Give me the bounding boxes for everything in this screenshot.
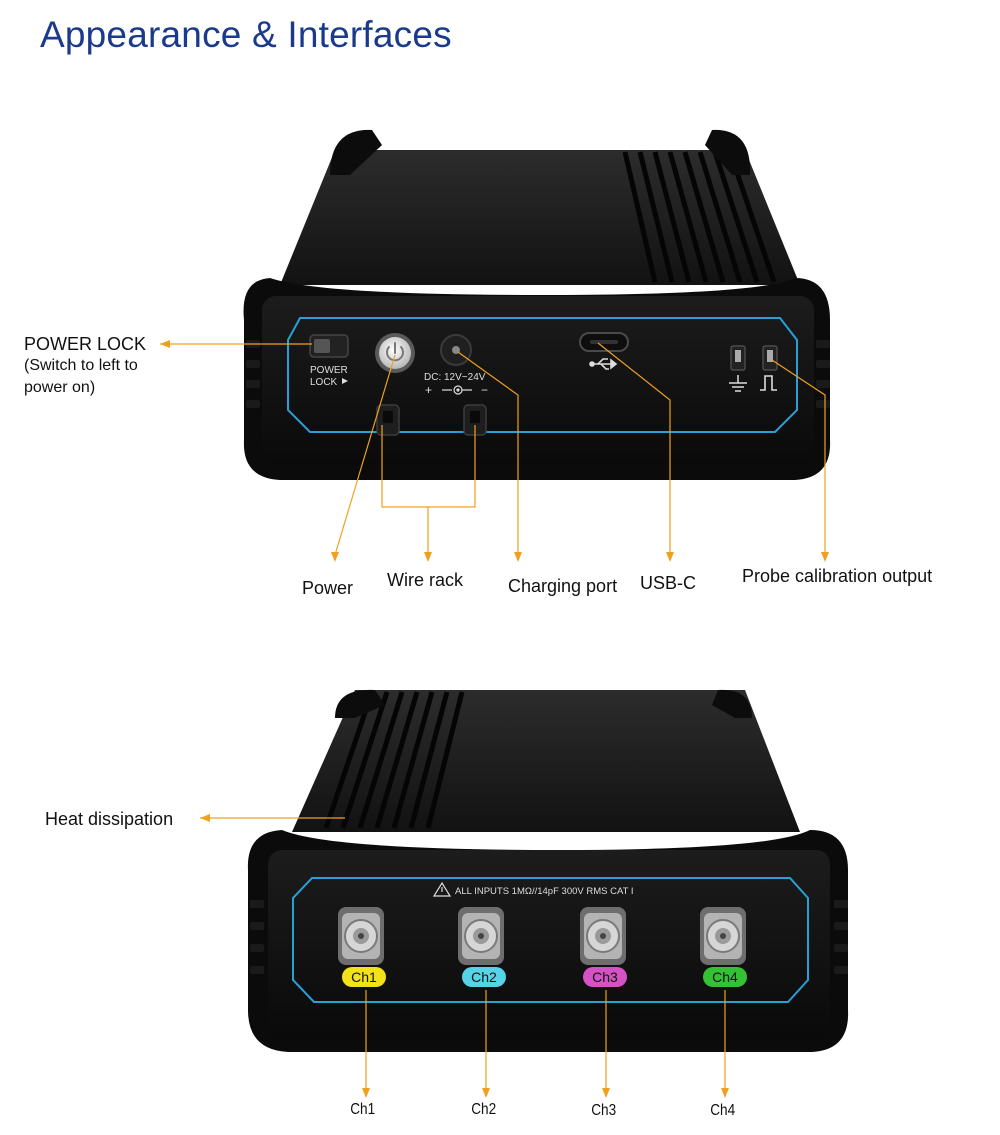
callout-power-lock: POWER LOCK (Switch to left to power on)	[24, 333, 146, 399]
channel-badge-ch1-label: Ch1	[351, 969, 377, 985]
channel-badge-ch3: Ch3	[583, 967, 627, 987]
callout-ch4: Ch4	[710, 1102, 736, 1119]
front-panel-device: ALL INPUTS 1MΩ//14pF 300V RMS CAT I Ch1 …	[200, 689, 849, 1098]
power-lock-switch-label-2: LOCK	[310, 377, 338, 388]
arrow-right-icon	[342, 378, 348, 384]
polarity-minus-label: −	[481, 383, 488, 397]
callout-power-lock-note-1: (Switch to left to	[24, 357, 138, 374]
dc-voltage-label: DC: 12V~24V	[424, 372, 486, 383]
channel-badge-ch4: Ch4	[703, 967, 747, 987]
bnc-connector-ch4[interactable]	[700, 907, 746, 965]
square-wave-icon	[760, 375, 777, 391]
callout-arrows-bottom	[200, 814, 729, 1098]
callout-heat-dissipation: Heat dissipation	[45, 809, 174, 829]
bnc-connector-ch2[interactable]	[458, 907, 504, 965]
callout-probe-calibration: Probe calibration output	[742, 566, 933, 586]
callout-power-lock-title: POWER LOCK	[24, 334, 147, 354]
callout-usb-c: USB-C	[640, 573, 697, 593]
channel-badge-ch4-label: Ch4	[712, 969, 738, 985]
dc-polarity-icon	[442, 385, 472, 395]
wire-rack-left	[376, 404, 400, 436]
callout-lines-bottom	[200, 817, 726, 1092]
callout-lines-top	[160, 342, 826, 556]
usb-icon	[589, 358, 618, 370]
page-title: Appearance & Interfaces	[40, 14, 452, 55]
callout-power-lock-note-2: power on)	[24, 379, 96, 396]
bnc-connector-ch3[interactable]	[580, 907, 626, 965]
wire-rack-right	[463, 404, 487, 436]
dc-power-jack[interactable]	[440, 334, 472, 366]
power-icon	[386, 342, 404, 362]
device-top-body-front	[292, 689, 800, 832]
power-lock-switch[interactable]	[309, 334, 349, 358]
power-button[interactable]	[375, 333, 415, 373]
callout-arrows-top	[160, 340, 829, 562]
device-top-body	[280, 129, 800, 285]
front-panel-face	[247, 830, 849, 1052]
polarity-plus-label: +	[425, 383, 432, 397]
power-lock-switch-label-1: POWER	[310, 365, 348, 376]
calibration-signal-terminal[interactable]	[762, 345, 778, 371]
channel-badge-ch2: Ch2	[462, 967, 506, 987]
callout-ch1: Ch1	[350, 1101, 376, 1118]
callout-wire-rack: Wire rack	[387, 570, 463, 590]
warning-icon	[432, 881, 452, 897]
bnc-connector-ch1[interactable]	[338, 907, 384, 965]
callout-power: Power	[302, 578, 354, 598]
ground-terminal[interactable]	[730, 345, 746, 371]
callout-ch3: Ch3	[591, 1102, 617, 1119]
channel-badge-ch2-label: Ch2	[471, 969, 497, 985]
usb-c-port[interactable]	[579, 332, 629, 352]
input-warning-text: ALL INPUTS 1MΩ//14pF 300V RMS CAT I	[455, 886, 634, 897]
ground-icon	[729, 375, 747, 392]
callout-charging-port: Charging port	[508, 576, 618, 596]
channel-badge-ch1: Ch1	[342, 967, 386, 987]
rear-panel-device: POWER LOCK DC: 12V~24V + −	[160, 129, 831, 562]
channel-badge-ch3-label: Ch3	[592, 969, 618, 985]
callout-ch2: Ch2	[471, 1101, 497, 1118]
